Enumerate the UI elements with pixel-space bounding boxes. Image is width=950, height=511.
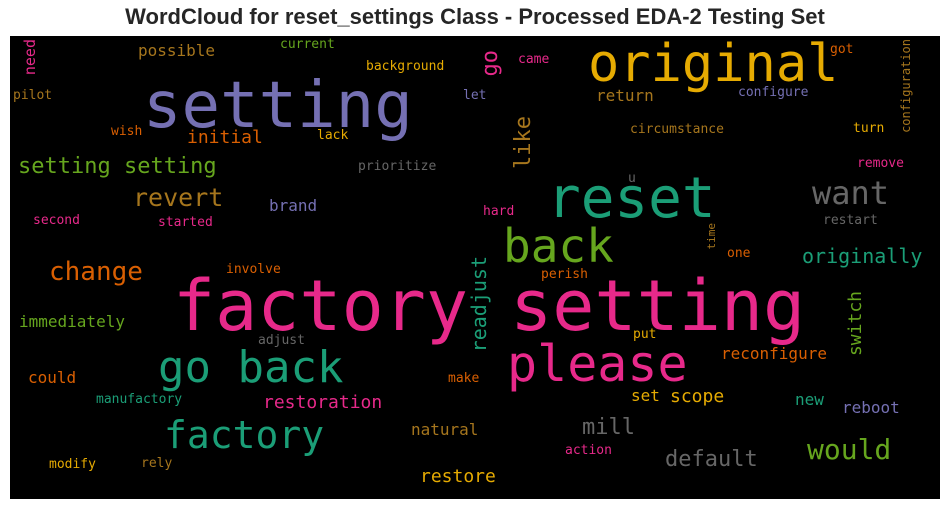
word-could: could <box>28 368 77 387</box>
chart-title: WordCloud for reset_settings Class - Pro… <box>125 4 825 29</box>
word-initial: initial <box>187 127 263 148</box>
word-action: action <box>565 443 612 458</box>
word-readjust: readjust <box>467 256 491 353</box>
word-current: current <box>280 37 335 52</box>
word-restart: restart <box>823 213 878 228</box>
word-reconfigure: reconfigure <box>721 344 827 363</box>
word-make: make <box>448 371 480 386</box>
word-prioritize: prioritize <box>358 159 437 174</box>
word-switch: switch <box>845 291 866 357</box>
word-configuration: configuration <box>899 39 913 133</box>
word-u: u <box>628 171 636 186</box>
word-set: set <box>631 386 660 405</box>
word-wish: wish <box>111 124 143 139</box>
word-return: return <box>596 86 654 105</box>
word-came: came <box>518 52 550 67</box>
word-one: one <box>727 246 751 261</box>
wordcloud-canvas: factory setting setting reset original pleas… <box>10 36 940 499</box>
word-originally: originally <box>802 244 923 268</box>
word-rely: rely <box>141 456 173 471</box>
word-default: default <box>665 447 758 472</box>
word-back: back <box>503 219 614 273</box>
word-mill: mill <box>582 415 635 440</box>
word-configure: configure <box>738 85 809 100</box>
word-revert: revert <box>133 183 224 212</box>
word-got: got <box>830 42 854 57</box>
word-need: need <box>21 39 39 76</box>
word-setting-setting: setting setting <box>18 154 217 179</box>
word-let: let <box>463 88 487 103</box>
word-time: time <box>705 223 718 250</box>
word-modify: modify <box>49 457 96 472</box>
word-adjust: adjust <box>258 333 305 348</box>
word-pilot: pilot <box>13 88 53 103</box>
word-perish: perish <box>541 267 588 282</box>
word-possible: possible <box>138 41 216 60</box>
word-scope: scope <box>670 386 725 407</box>
word-involve: involve <box>226 262 281 277</box>
word-hard: hard <box>483 204 515 219</box>
word-go: go <box>478 50 503 77</box>
word-factory-setting: factory setting <box>173 265 806 347</box>
word-remove: remove <box>857 156 904 171</box>
word-new: new <box>795 390 824 409</box>
word-natural: natural <box>411 420 479 439</box>
word-original: original <box>588 36 839 94</box>
word-turn: turn <box>853 121 885 136</box>
word-please: please <box>507 335 688 393</box>
word-go-back: go back <box>158 342 344 393</box>
word-restore: restore <box>420 466 496 487</box>
word-started: started <box>158 215 213 230</box>
word-circumstance: circumstance <box>630 122 724 137</box>
word-factory: factory <box>164 413 325 457</box>
word-lack: lack <box>317 128 349 143</box>
word-reboot: reboot <box>842 398 900 417</box>
word-background: background <box>366 59 445 74</box>
word-immediately: immediately <box>19 312 125 331</box>
word-would: would <box>807 433 892 466</box>
word-setting: setting <box>143 69 413 143</box>
word-like: like <box>511 116 536 169</box>
word-second: second <box>33 213 80 228</box>
word-reset: reset <box>547 166 716 231</box>
word-change: change <box>49 257 143 287</box>
word-manufactory: manufactory <box>96 392 183 407</box>
word-brand: brand <box>269 196 318 215</box>
word-want: want <box>812 174 890 212</box>
word-put: put <box>633 327 657 342</box>
word-restoration: restoration <box>263 392 383 413</box>
